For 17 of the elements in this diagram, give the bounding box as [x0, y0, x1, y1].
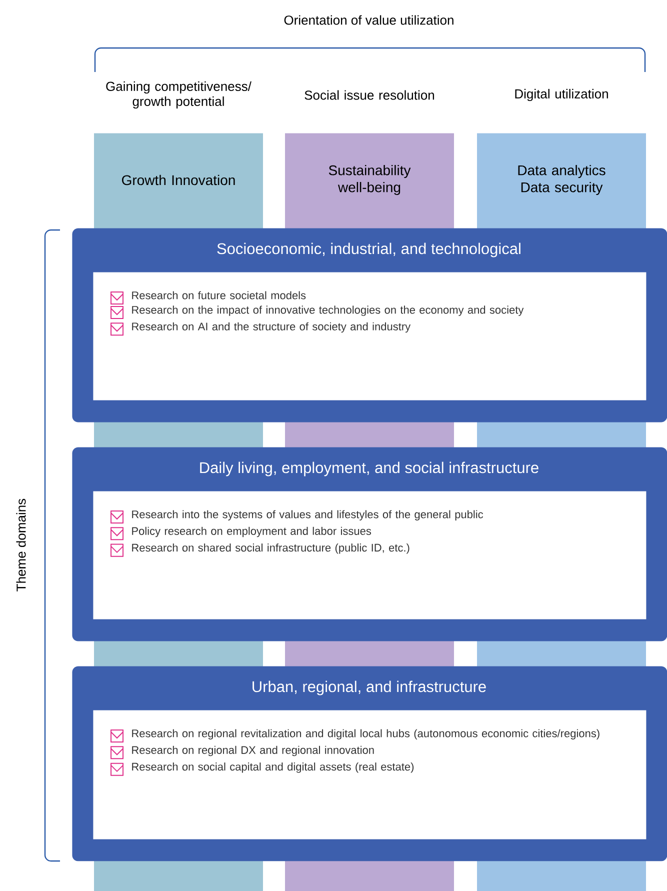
- axis-label: Orientation of value utilization: [284, 15, 454, 25]
- list-item: Policy research on employment and labor issues: [132, 526, 372, 538]
- list-item: Research on social capital and digital assets (real estate): [132, 762, 414, 773]
- list-item: Research on future societal models: [132, 291, 306, 300]
- axis-label: Theme domains: [16, 498, 26, 592]
- list-item: Research on regional DX and regional innovation: [132, 746, 374, 756]
- column-label: Data analytics Data security: [518, 164, 606, 196]
- column-heading: Social issue resolution: [304, 90, 434, 100]
- column-heading: Gaining competitiveness/ growth potential: [106, 81, 252, 109]
- column-label: Sustainability well-being: [328, 164, 411, 196]
- list-item: Research into the systems of values and lifestyles of the general public: [132, 510, 484, 520]
- column-label: Growth Innovation: [122, 174, 235, 186]
- list-item: Research on the impact of innovative technologies on the economy and society: [132, 306, 524, 316]
- list-item: Research on shared social infrastructure (public ID, etc.): [132, 544, 410, 554]
- list-item: Research on regional revitalization and digital local hubs (autonomous economic cities/regions): [132, 729, 600, 740]
- list-item: Research on AI and the structure of society and industry: [132, 322, 411, 333]
- column-heading: Digital utilization: [515, 88, 608, 102]
